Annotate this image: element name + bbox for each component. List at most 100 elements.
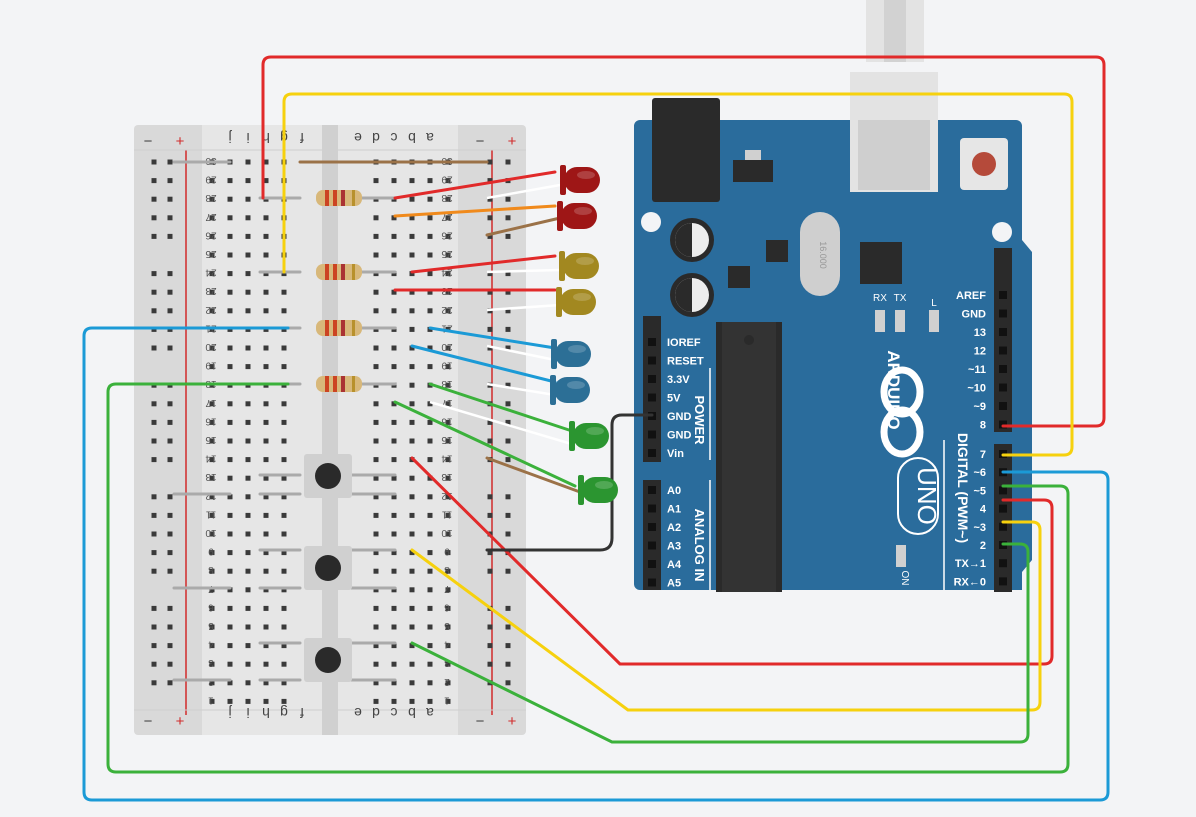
breadboard-hole[interactable] — [245, 308, 251, 314]
breadboard-hole[interactable] — [445, 643, 451, 649]
breadboard-hole[interactable] — [245, 568, 251, 574]
rail-hole[interactable] — [151, 531, 157, 537]
breadboard-hole[interactable] — [373, 345, 379, 351]
rail-hole[interactable] — [151, 401, 157, 407]
breadboard-hole[interactable] — [227, 252, 233, 258]
breadboard-hole[interactable] — [227, 550, 233, 556]
breadboard-hole[interactable] — [209, 494, 215, 500]
pin-socket[interactable] — [648, 578, 656, 587]
arduino-uno-board[interactable]: 16.000 RX TX L ARDUINO UNO DIGITAL (PWM~… — [634, 72, 1032, 610]
breadboard-hole[interactable] — [427, 698, 433, 704]
rail-hole[interactable] — [151, 512, 157, 518]
rail-hole[interactable] — [151, 308, 157, 314]
pin-socket[interactable] — [999, 291, 1007, 299]
rail-hole[interactable] — [487, 289, 493, 295]
pin-socket[interactable] — [648, 449, 656, 457]
breadboard-hole[interactable] — [245, 587, 251, 593]
breadboard-hole[interactable] — [245, 178, 251, 184]
breadboard-hole[interactable] — [245, 289, 251, 295]
rail-hole[interactable] — [487, 159, 493, 165]
breadboard-hole[interactable] — [391, 661, 397, 667]
breadboard-hole[interactable] — [263, 401, 269, 407]
pin-socket[interactable] — [648, 541, 656, 550]
brown-wire-led2[interactable] — [485, 216, 562, 237]
breadboard-hole[interactable] — [391, 457, 397, 463]
rail-hole[interactable] — [505, 308, 511, 314]
breadboard-hole[interactable] — [391, 494, 397, 500]
rail-hole[interactable] — [487, 196, 493, 202]
rail-hole[interactable] — [487, 215, 493, 221]
pin-socket[interactable] — [648, 356, 656, 365]
breadboard-hole[interactable] — [245, 271, 251, 277]
breadboard-hole[interactable] — [245, 550, 251, 556]
breadboard-hole[interactable] — [445, 345, 451, 351]
breadboard-hole[interactable] — [373, 289, 379, 295]
breadboard-hole[interactable] — [281, 698, 287, 704]
breadboard-hole[interactable] — [445, 233, 451, 239]
breadboard-hole[interactable] — [281, 419, 287, 425]
breadboard-hole[interactable] — [409, 624, 415, 630]
rail-hole[interactable] — [151, 271, 157, 277]
breadboard-hole[interactable] — [427, 215, 433, 221]
breadboard-hole[interactable] — [227, 698, 233, 704]
breadboard-hole[interactable] — [227, 215, 233, 221]
breadboard-hole[interactable] — [373, 512, 379, 518]
yellow-wire-pin7[interactable] — [282, 92, 1074, 457]
rail-hole[interactable] — [505, 457, 511, 463]
rail-hole[interactable] — [167, 233, 173, 239]
breadboard-hole[interactable] — [409, 233, 415, 239]
rail-hole[interactable] — [487, 178, 493, 184]
breadboard-hole[interactable] — [391, 271, 397, 277]
rail-hole[interactable] — [167, 438, 173, 444]
breadboard-hole[interactable] — [427, 643, 433, 649]
breadboard-hole[interactable] — [245, 345, 251, 351]
breadboard-hole[interactable] — [409, 196, 415, 202]
breadboard-hole[interactable] — [245, 252, 251, 258]
pin-socket[interactable] — [999, 486, 1007, 495]
rail-hole[interactable] — [151, 438, 157, 444]
rail-hole[interactable] — [487, 438, 493, 444]
breadboard-hole[interactable] — [373, 605, 379, 611]
breadboard-hole[interactable] — [227, 643, 233, 649]
breadboard-hole[interactable] — [391, 587, 397, 593]
breadboard-hole[interactable] — [391, 512, 397, 518]
breadboard-hole[interactable] — [409, 587, 415, 593]
breadboard-hole[interactable] — [281, 680, 287, 686]
rail-hole[interactable] — [487, 512, 493, 518]
breadboard-hole[interactable] — [445, 680, 451, 686]
breadboard-hole[interactable] — [245, 364, 251, 370]
breadboard-hole[interactable] — [245, 624, 251, 630]
breadboard-hole[interactable] — [409, 345, 415, 351]
rail-hole[interactable] — [151, 233, 157, 239]
breadboard-hole[interactable] — [263, 550, 269, 556]
breadboard-hole[interactable] — [391, 401, 397, 407]
breadboard-hole[interactable] — [209, 512, 215, 518]
rail-hole[interactable] — [167, 196, 173, 202]
breadboard-hole[interactable] — [209, 643, 215, 649]
breadboard-hole[interactable] — [373, 419, 379, 425]
breadboard-hole[interactable] — [445, 661, 451, 667]
breadboard-hole[interactable] — [281, 289, 287, 295]
rail-hole[interactable] — [151, 605, 157, 611]
breadboard-hole[interactable] — [227, 419, 233, 425]
breadboard-hole[interactable] — [245, 233, 251, 239]
breadboard-hole[interactable] — [209, 457, 215, 463]
breadboard-hole[interactable] — [209, 178, 215, 184]
rail-hole[interactable] — [505, 605, 511, 611]
breadboard-hole[interactable] — [373, 215, 379, 221]
rail-hole[interactable] — [151, 624, 157, 630]
breadboard-hole[interactable] — [227, 271, 233, 277]
rail-hole[interactable] — [151, 419, 157, 425]
red-wire-pin4[interactable] — [410, 456, 1054, 666]
breadboard-hole[interactable] — [209, 624, 215, 630]
breadboard-hole[interactable] — [409, 568, 415, 574]
breadboard-hole[interactable] — [427, 605, 433, 611]
pin-socket[interactable] — [999, 365, 1007, 373]
rail-hole[interactable] — [151, 289, 157, 295]
rail-hole[interactable] — [487, 494, 493, 500]
breadboard-hole[interactable] — [409, 494, 415, 500]
breadboard-hole[interactable] — [409, 326, 415, 332]
rail-hole[interactable] — [505, 401, 511, 407]
breadboard-hole[interactable] — [227, 308, 233, 314]
breadboard-hole[interactable] — [391, 624, 397, 630]
